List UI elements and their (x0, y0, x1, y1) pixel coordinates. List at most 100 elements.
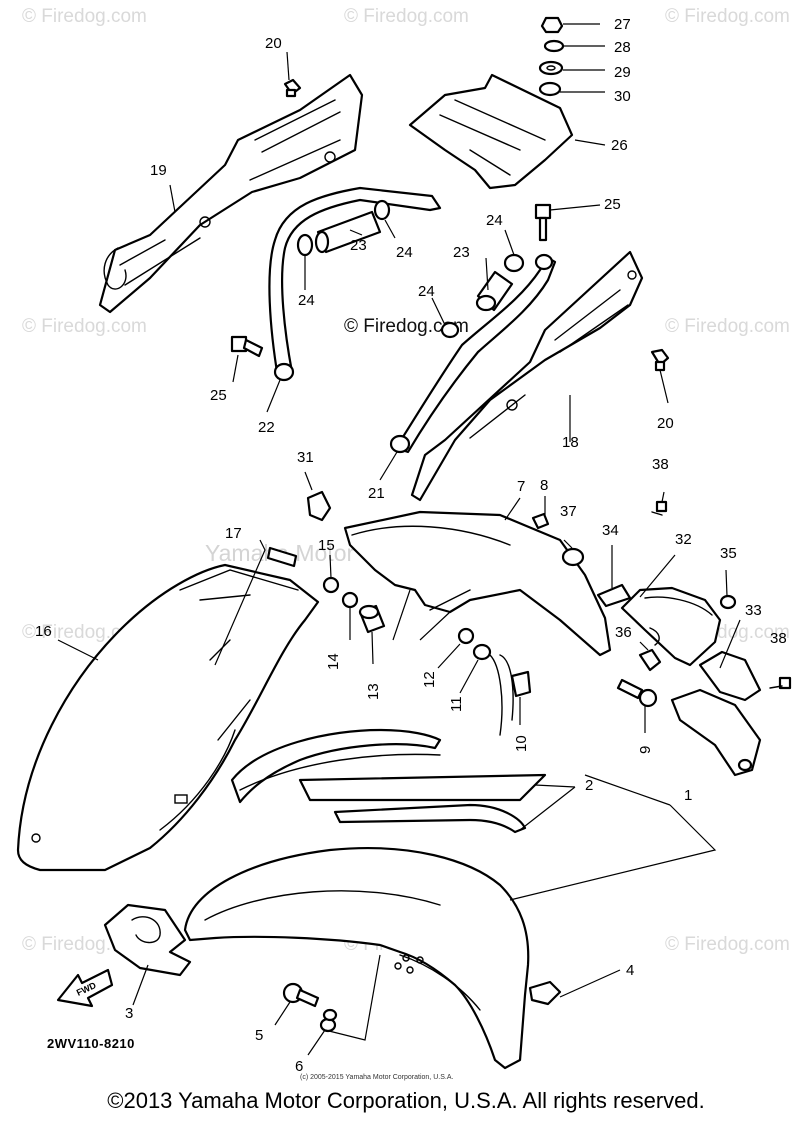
callout-38-right[interactable]: 38 (770, 630, 787, 647)
callout-34[interactable]: 34 (602, 522, 619, 539)
callout-19[interactable]: 19 (150, 162, 167, 179)
part-29-washer[interactable] (538, 60, 564, 76)
watermark-row2-left: © Firedog.com (22, 316, 147, 337)
part-31-clip[interactable] (306, 490, 332, 522)
callout-1[interactable]: 1 (684, 787, 692, 804)
callout-12[interactable]: 12 (421, 671, 438, 688)
callout-5[interactable]: 5 (255, 1027, 263, 1044)
part-34-plate[interactable] (596, 583, 632, 608)
callout-25-top[interactable]: 25 (604, 196, 621, 213)
part-25-bolt-left[interactable] (230, 335, 264, 358)
fwd-arrow-icon (56, 968, 114, 1008)
part-24-damper-b[interactable] (373, 199, 391, 221)
part-18-side-cover[interactable] (410, 250, 644, 502)
callout-38-top[interactable]: 38 (652, 456, 669, 473)
callout-22[interactable]: 22 (258, 419, 275, 436)
part-32-bracket[interactable] (620, 586, 722, 667)
watermark-row2-right: © Firedog.com (665, 316, 790, 337)
part-30-damper[interactable] (538, 81, 562, 97)
part-23-collar-right[interactable] (475, 270, 514, 312)
callout-26[interactable]: 26 (611, 137, 628, 154)
small-copyright: (c) 2005-2015 Yamaha Motor Corporation, … (300, 1074, 454, 1081)
callout-23-left[interactable]: 23 (350, 237, 367, 254)
callout-29[interactable]: 29 (614, 64, 631, 81)
part-16-rear-fender[interactable] (16, 563, 320, 872)
callout-24-a[interactable]: 24 (298, 292, 315, 309)
part-17-bolt[interactable] (266, 546, 298, 568)
part-28-washer[interactable] (543, 39, 565, 53)
part-37-grommet[interactable] (561, 547, 585, 567)
callout-20-right[interactable]: 20 (657, 415, 674, 432)
part-10-spacer[interactable] (489, 654, 532, 736)
callout-33[interactable]: 33 (745, 602, 762, 619)
callout-15[interactable]: 15 (318, 537, 335, 554)
callout-2[interactable]: 2 (585, 777, 593, 794)
callout-4[interactable]: 4 (626, 962, 634, 979)
part-3-bracket[interactable] (103, 903, 192, 977)
callout-20-top[interactable]: 20 (265, 35, 282, 52)
callout-37[interactable]: 37 (560, 503, 577, 520)
part-20-screw-right[interactable] (650, 348, 670, 372)
callout-24-c[interactable]: 24 (486, 212, 503, 229)
part-36-clamp[interactable] (638, 627, 662, 672)
callout-9[interactable]: 9 (637, 746, 654, 754)
callout-32[interactable]: 32 (675, 531, 692, 548)
part-20-screw[interactable] (283, 78, 302, 98)
callout-31[interactable]: 31 (297, 449, 314, 466)
footer-copyright: ©2013 Yamaha Motor Corporation, U.S.A. A… (107, 1088, 705, 1113)
part-24-damper-c[interactable] (503, 253, 525, 273)
callout-36[interactable]: 36 (615, 624, 632, 641)
callout-14[interactable]: 14 (325, 653, 342, 670)
part-33-bracket[interactable] (670, 650, 762, 777)
part-2-seal-strip[interactable] (230, 728, 547, 834)
part-4-clip[interactable] (528, 980, 562, 1006)
part-11-washer[interactable] (472, 643, 492, 661)
callout-24-d[interactable]: 24 (418, 283, 435, 300)
leader-lines (57, 23, 741, 1056)
callout-28[interactable]: 28 (614, 39, 631, 56)
callout-3[interactable]: 3 (125, 1005, 133, 1022)
part-8-screw[interactable] (531, 512, 550, 530)
part-15-nut[interactable] (322, 576, 340, 594)
part-25-bolt-top[interactable] (534, 203, 552, 242)
part-27-nut[interactable] (540, 16, 564, 34)
callout-17[interactable]: 17 (225, 525, 242, 542)
part-9-bolt[interactable] (616, 678, 658, 708)
part-38-screw-b[interactable] (769, 676, 792, 690)
part-21-grab-bar[interactable] (389, 253, 557, 454)
callout-16[interactable]: 16 (35, 623, 52, 640)
part-13-spacer[interactable] (358, 604, 386, 634)
callout-27[interactable]: 27 (614, 16, 631, 33)
callout-24-b[interactable]: 24 (396, 244, 413, 261)
callout-30[interactable]: 30 (614, 88, 631, 105)
part-7-inner-fender[interactable] (343, 510, 612, 657)
part-35-grommet[interactable] (719, 594, 737, 610)
watermark-center: © Firedog.com (344, 316, 469, 337)
watermark-top-left: © Firedog.com (22, 6, 147, 27)
part-5-bolt[interactable] (282, 982, 320, 1008)
part-23-collar[interactable] (314, 210, 382, 254)
callout-11[interactable]: 11 (448, 696, 465, 712)
part-6-washer[interactable] (319, 1008, 338, 1033)
part-12-nut[interactable] (457, 627, 475, 645)
part-38-screw-a[interactable] (651, 500, 668, 516)
part-1-front-fender[interactable] (183, 847, 530, 1070)
callout-6[interactable]: 6 (295, 1058, 303, 1075)
callout-8[interactable]: 8 (540, 477, 548, 494)
part-26-cover[interactable] (408, 73, 574, 190)
callout-10[interactable]: 10 (513, 735, 530, 752)
part-14-washer[interactable] (341, 591, 359, 609)
callout-7[interactable]: 7 (517, 478, 525, 495)
callout-25-left[interactable]: 25 (210, 387, 227, 404)
part-19-side-cover[interactable] (98, 73, 364, 314)
part-24-damper-d[interactable] (440, 321, 460, 339)
part-24-damper-a[interactable] (296, 233, 314, 257)
watermark-top-center: © Firedog.com (344, 6, 469, 27)
callout-18[interactable]: 18 (562, 434, 579, 451)
callout-35[interactable]: 35 (720, 545, 737, 562)
part-22-grab-bar[interactable] (268, 186, 442, 382)
callout-21[interactable]: 21 (368, 485, 385, 502)
callout-23-right[interactable]: 23 (453, 244, 470, 261)
callout-13[interactable]: 13 (365, 683, 382, 700)
